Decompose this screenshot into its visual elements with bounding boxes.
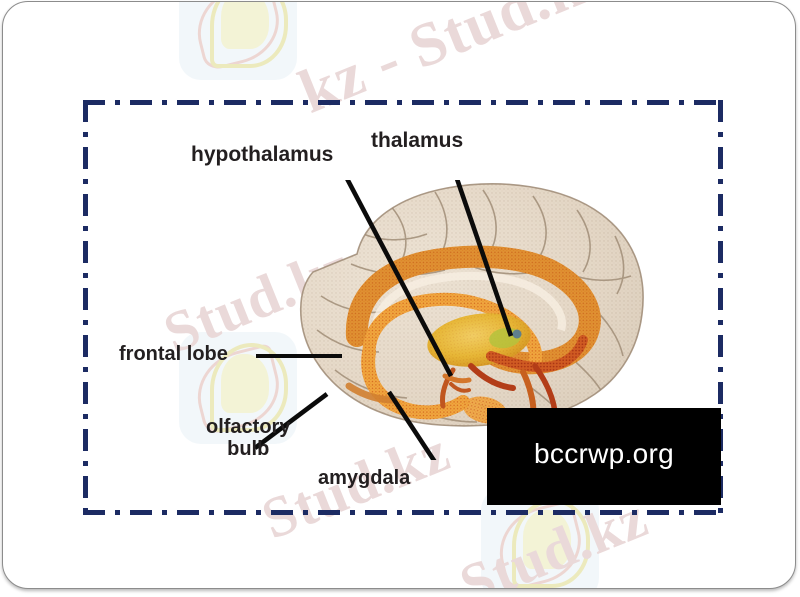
label-amygdala: amygdala [318,467,411,489]
logo-leaf-inner [523,510,571,569]
stud-kz-logo-watermark [179,2,297,80]
frame-border-right [718,100,723,515]
frame-border-bottom [83,510,723,515]
image-card: kz - Stud.kz Stud.kz Stud.kz Stud.kz [2,1,796,589]
logo-leaf-inner [221,354,269,413]
label-olfactory-line2: bulb [227,437,270,460]
logo-leaf-middle [209,2,289,68]
logo-leaf-inner [221,2,269,49]
frontal-lobe-leader-line [256,354,342,358]
stud-kz-logo-watermark [179,332,297,444]
brain-sagittal-illustration [239,180,649,460]
label-hypothalamus: hypothalamus [191,143,334,166]
label-olfactory-bulb: olfactory bulb [206,416,291,460]
frame-border-left [83,100,88,515]
label-frontal-lobe: frontal lobe [119,343,228,365]
logo-leaf-middle [209,343,289,432]
label-thalamus: thalamus [371,129,464,152]
source-watermark-box: bccrwp.org [487,408,721,505]
label-olfactory-line1: olfactory [206,416,291,438]
diagonal-watermark-top: kz - Stud.kz [290,1,619,127]
frame-border-top [83,100,723,105]
source-watermark-text: bccrwp.org [534,438,674,469]
